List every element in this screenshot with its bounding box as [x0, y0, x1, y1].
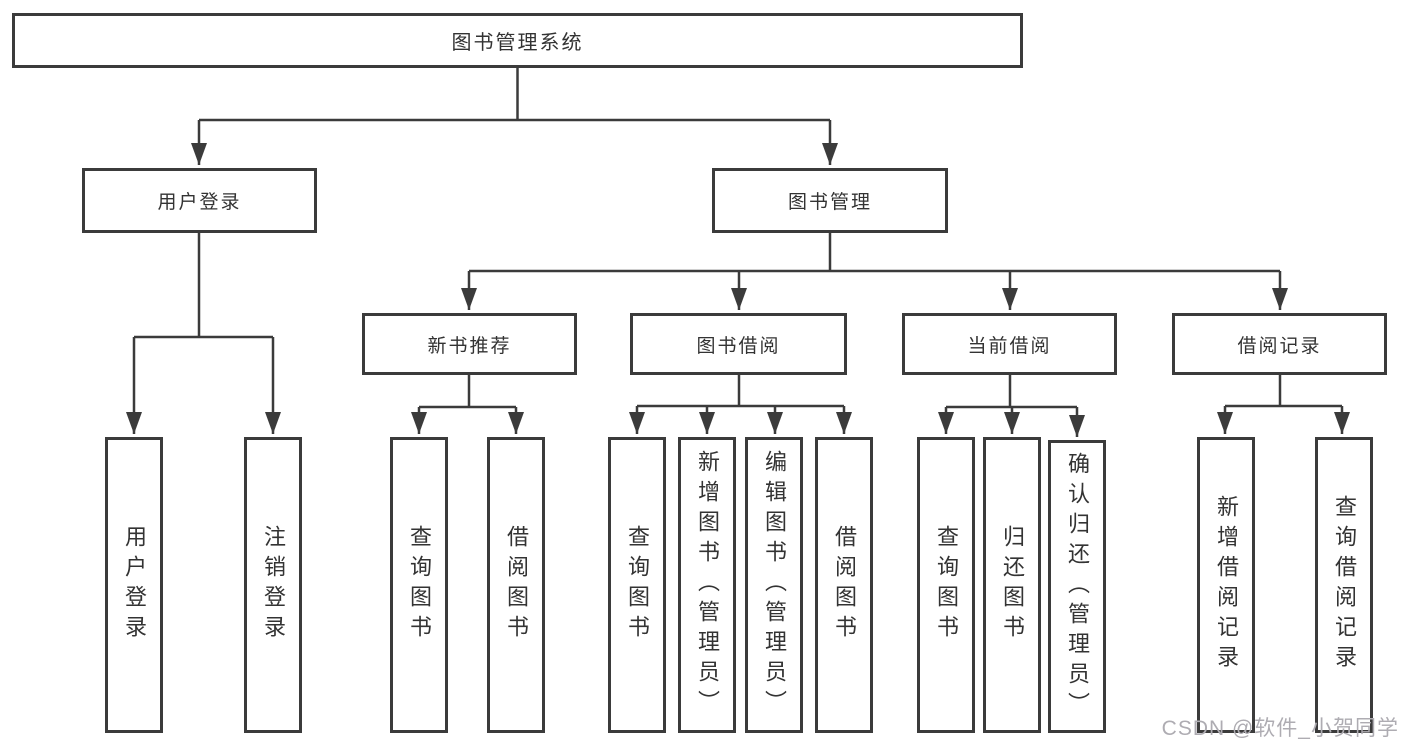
- leaf-query-book-2: 查询图书: [608, 437, 666, 733]
- node-current-borrow-label: 当前借阅: [967, 335, 1052, 357]
- leaf-edit-book-label: 编辑图书（管理员）: [762, 450, 787, 720]
- leaf-add-book-label: 新增图书（管理员）: [695, 450, 720, 720]
- leaf-query-record: 查询借阅记录: [1315, 437, 1373, 733]
- node-user-login-label: 用户登录: [157, 192, 242, 213]
- leaf-query-book-1-label: 查询图书: [407, 525, 432, 645]
- leaf-return-book-label: 归还图书: [1000, 525, 1025, 645]
- node-root-label: 图书管理系统: [451, 32, 584, 54]
- leaf-borrow-book-1-label: 借阅图书: [504, 525, 529, 645]
- node-new-book-rec: 新书推荐: [362, 313, 577, 375]
- node-book-borrow: 图书借阅: [630, 313, 847, 375]
- leaf-query-book-1: 查询图书: [390, 437, 448, 733]
- leaf-logout-label: 注销登录: [261, 525, 286, 645]
- node-book-borrow-label: 图书借阅: [696, 335, 781, 357]
- node-user-login: 用户登录: [82, 168, 317, 233]
- leaf-user-login: 用户登录: [105, 437, 163, 733]
- leaf-borrow-book-1: 借阅图书: [487, 437, 545, 733]
- leaf-borrow-book-2-label: 借阅图书: [832, 525, 857, 645]
- leaf-edit-book: 编辑图书（管理员）: [745, 437, 803, 733]
- leaf-query-record-label: 查询借阅记录: [1332, 495, 1357, 675]
- leaf-query-book-2-label: 查询图书: [625, 525, 650, 645]
- leaf-user-login-label: 用户登录: [122, 525, 147, 645]
- node-root: 图书管理系统: [12, 13, 1023, 68]
- leaf-logout: 注销登录: [244, 437, 302, 733]
- leaf-confirm-return: 确认归还（管理员）: [1048, 440, 1106, 733]
- node-borrow-record: 借阅记录: [1172, 313, 1387, 375]
- leaf-query-book-3: 查询图书: [917, 437, 975, 733]
- node-book-mgmt: 图书管理: [712, 168, 948, 233]
- node-current-borrow: 当前借阅: [902, 313, 1117, 375]
- leaf-query-book-3-label: 查询图书: [934, 525, 959, 645]
- leaf-return-book: 归还图书: [983, 437, 1041, 733]
- node-book-mgmt-label: 图书管理: [787, 192, 872, 213]
- leaf-add-record: 新增借阅记录: [1197, 437, 1255, 733]
- csdn-watermark: CSDN @软件_小贺同学: [1161, 717, 1399, 740]
- leaf-confirm-return-label: 确认归还（管理员）: [1065, 451, 1090, 722]
- leaf-add-record-label: 新增借阅记录: [1214, 495, 1239, 675]
- leaf-borrow-book-2: 借阅图书: [815, 437, 873, 733]
- leaf-add-book: 新增图书（管理员）: [678, 437, 736, 733]
- node-new-book-rec-label: 新书推荐: [427, 335, 512, 357]
- node-borrow-record-label: 借阅记录: [1237, 335, 1322, 357]
